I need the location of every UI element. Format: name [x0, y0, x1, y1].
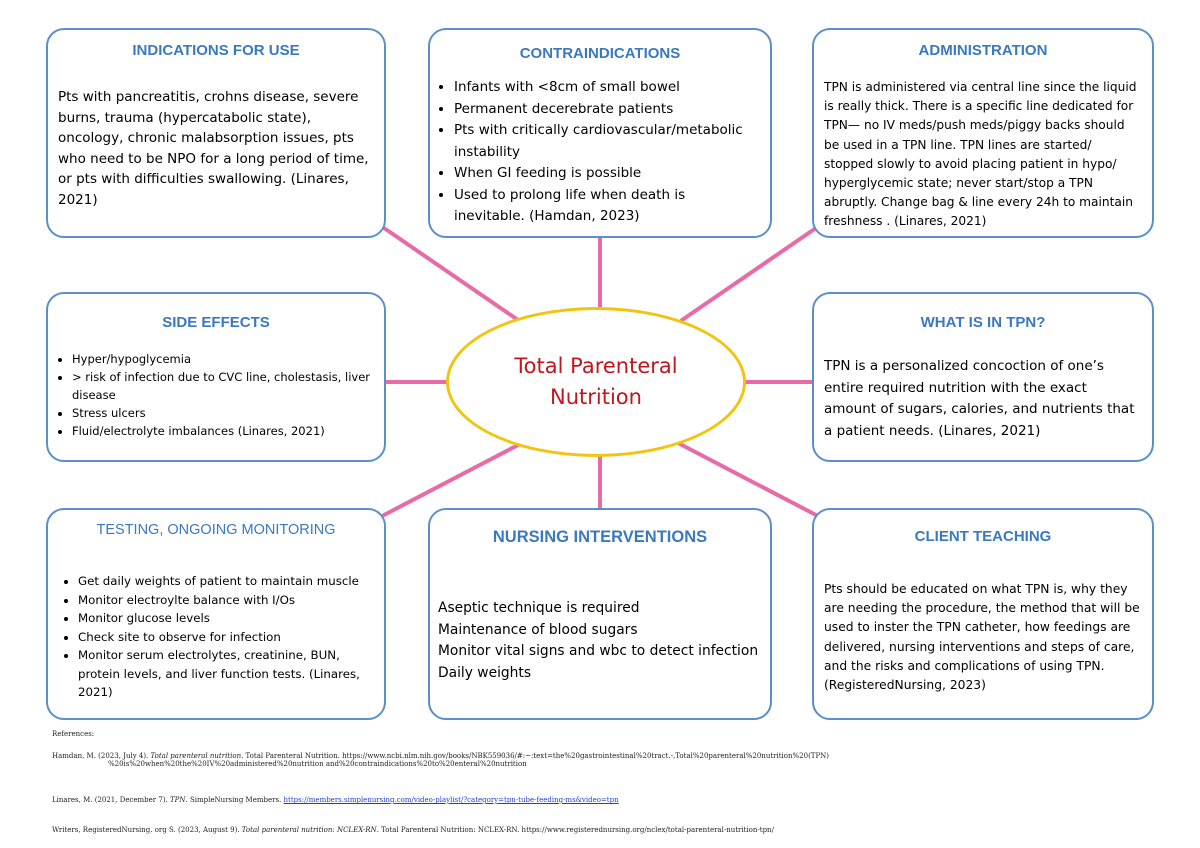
- list-item: Aseptic technique is required: [438, 600, 640, 616]
- administration-box: ADMINISTRATION TPN is administered via c…: [812, 28, 1154, 238]
- side-effects-list: Hyper/hypoglycemia > risk of infection d…: [56, 350, 372, 440]
- list-item: Fluid/electrolyte imbalances (Linares, 2…: [72, 422, 372, 440]
- list-item: When GI feeding is possible: [454, 163, 760, 185]
- indications-title: INDICATIONS FOR USE: [132, 42, 300, 59]
- center-topic-ellipse: Total Parenteral Nutrition: [446, 307, 746, 457]
- list-item: Permanent decerebrate patients: [454, 99, 760, 121]
- list-item: Monitor glucose levels: [78, 609, 370, 628]
- list-item: Monitor serum electrolytes, creatinine, …: [78, 646, 370, 702]
- list-item: Daily weights: [438, 664, 532, 681]
- what-is-text: TPN is a personalized concoction of one’…: [824, 358, 1135, 439]
- testing-box: TESTING, ONGOING MONITORING Get daily we…: [46, 508, 386, 720]
- list-item: Maintenance of blood sugars: [438, 621, 638, 638]
- list-item: > risk of infection due to CVC line, cho…: [72, 368, 372, 404]
- center-topic-line1: Total Parenteral: [514, 354, 678, 378]
- administration-title: ADMINISTRATION: [918, 42, 1048, 59]
- what-is-box: WHAT IS IN TPN? TPN is a personalized co…: [812, 292, 1154, 462]
- list-item: Infants with <8cm of small bowel: [454, 77, 760, 99]
- nursing-box: NURSING INTERVENTIONS Aseptic technique …: [428, 508, 772, 720]
- teaching-text: Pts should be educated on what TPN is, w…: [824, 582, 1140, 693]
- side-effects-title: SIDE EFFECTS: [162, 314, 270, 331]
- indications-text: Pts with pancreatitis, crohns disease, s…: [58, 89, 369, 208]
- connector-testing: [382, 442, 522, 517]
- teaching-box: CLIENT TEACHING Pts should be educated o…: [812, 508, 1154, 720]
- list-item: Check site to observe for infection: [78, 628, 370, 647]
- nursing-title: NURSING INTERVENTIONS: [492, 528, 708, 546]
- list-item: Pts with critically cardiovascular/metab…: [454, 120, 760, 163]
- reference-hamdan: Hamdan, M. (2023, July 4). Total parente…: [52, 752, 830, 768]
- list-item: Used to prolong life when death is inevi…: [454, 185, 760, 228]
- indications-box: INDICATIONS FOR USE Pts with pancreatiti…: [46, 28, 386, 238]
- teaching-title: CLIENT TEACHING: [914, 528, 1052, 545]
- center-topic-line2: Nutrition: [550, 385, 642, 409]
- testing-list: Get daily weights of patient to maintain…: [62, 572, 370, 702]
- reference-linares-link[interactable]: https://members.simplenursing.com/video-…: [283, 796, 619, 804]
- list-item: Monitor vital signs and wbc to detect in…: [438, 643, 759, 659]
- list-item: Stress ulcers: [72, 404, 372, 422]
- reference-linares: Linares, M. (2021, December 7). TPN. Sim…: [52, 796, 619, 804]
- list-item: Monitor electroylte balance with I/Os: [78, 591, 370, 610]
- administration-text: TPN is administered via central line sin…: [824, 80, 1137, 229]
- list-item: Get daily weights of patient to maintain…: [78, 572, 370, 591]
- what-is-title: WHAT IS IN TPN?: [920, 314, 1046, 331]
- testing-title: TESTING, ONGOING MONITORING: [96, 522, 336, 538]
- connector-teaching: [678, 442, 818, 517]
- side-effects-box: SIDE EFFECTS Hyper/hypoglycemia > risk o…: [46, 292, 386, 462]
- reference-writers: Writers, RegisteredNursing. org S. (2023…: [52, 826, 774, 834]
- references-heading: References:: [52, 730, 95, 738]
- list-item: Hyper/hypoglycemia: [72, 350, 372, 368]
- contraindications-list: Infants with <8cm of small bowel Permane…: [438, 77, 760, 228]
- connector-administration: [680, 226, 818, 322]
- contraindications-title: CONTRAINDICATIONS: [519, 45, 681, 62]
- nursing-lines: Aseptic technique is required Maintenanc…: [438, 598, 764, 684]
- contraindications-box: CONTRAINDICATIONS Infants with <8cm of s…: [428, 28, 772, 238]
- connector-indications: [382, 226, 520, 322]
